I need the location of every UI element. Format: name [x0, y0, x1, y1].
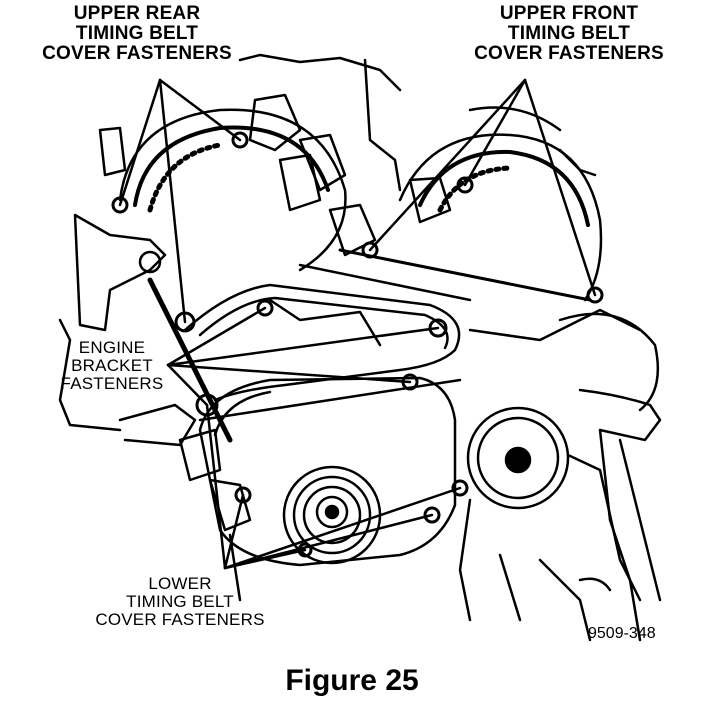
- crankshaft-damper: [282, 465, 382, 565]
- upper-front-bolt-3: [586, 286, 604, 304]
- middle-timing-belt-cover: [183, 283, 642, 402]
- lower-bolt-4: [451, 479, 469, 497]
- callout-line: UPPER REAR: [73, 3, 201, 24]
- callout-lower-fasteners: LOWER TIMING BELT COVER FASTENERS: [80, 575, 280, 629]
- cylinder-head-detail: [98, 53, 597, 257]
- callout-line: COVER FASTENERS: [42, 42, 232, 64]
- lower-bolt-1: [234, 486, 252, 504]
- callout-line: UPPER FRONT: [499, 3, 639, 24]
- figure-caption: Figure 25: [285, 664, 419, 697]
- callout-line: TIMING BELT: [75, 22, 199, 44]
- callout-line: COVER FASTENERS: [474, 42, 664, 64]
- tensioner-pulley: [458, 406, 642, 622]
- callout-upper-front-fasteners: UPPER FRONT TIMING BELT COVER FASTENERS: [444, 4, 694, 64]
- callout-upper-rear-fasteners: UPPER REAR TIMING BELT COVER FASTENERS: [12, 4, 262, 64]
- right-side-accessories: [498, 312, 662, 642]
- upper-rear-bolt-2: [111, 196, 129, 214]
- callout-line: LOWER: [148, 574, 212, 593]
- callout-engine-bracket-fasteners: ENGINE BRACKET FASTENERS: [52, 339, 172, 393]
- callout-line: ENGINE: [78, 338, 146, 357]
- upper-rear-bolt-1: [231, 131, 249, 149]
- leader-lines: [118, 78, 597, 570]
- callout-line: TIMING BELT: [507, 22, 631, 44]
- fastener-bolts: [111, 131, 604, 558]
- engine-bracket-bolt-1: [256, 299, 274, 317]
- callout-line: FASTENERS: [60, 373, 164, 393]
- upper-front-bolt-1: [361, 241, 379, 259]
- upper-front-bolt-2: [456, 176, 474, 194]
- timing-belt-runs: [147, 248, 592, 443]
- lower-bolt-3: [423, 506, 441, 524]
- figure-reference-number: 9509-348: [588, 625, 656, 642]
- callout-line: COVER FASTENERS: [95, 609, 265, 629]
- engine-mount-bracket: [58, 213, 197, 447]
- callout-line: TIMING BELT: [126, 591, 234, 611]
- callout-line: BRACKET: [71, 355, 153, 375]
